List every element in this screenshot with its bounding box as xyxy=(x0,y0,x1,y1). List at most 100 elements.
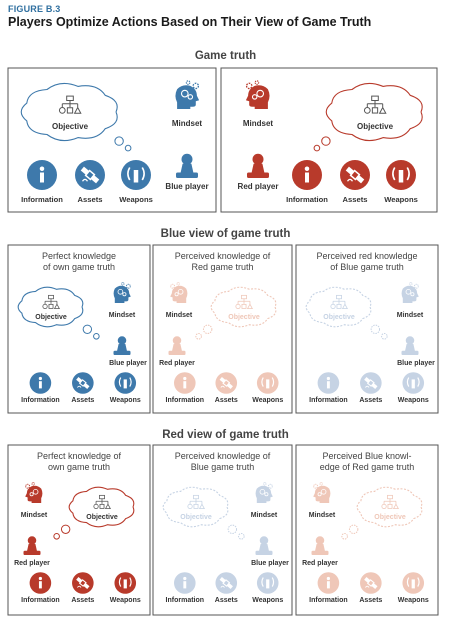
figure-title: Players Optimize Actions Based on Their … xyxy=(8,15,372,29)
info-label: Information xyxy=(21,597,60,604)
objective-label: Objective xyxy=(180,514,212,521)
panel-heading-line2: own game truth xyxy=(48,462,110,472)
objective-cloud: Objective xyxy=(341,486,423,540)
info-icon xyxy=(292,160,322,190)
mindset-label: Mindset xyxy=(172,119,203,128)
game-pawn-icon xyxy=(311,536,329,555)
satellite-icon xyxy=(215,372,238,394)
panel-heading-line1: Perceived knowledge of xyxy=(175,251,271,261)
head-gears-icon xyxy=(25,482,43,503)
satellite-label: Assets xyxy=(215,397,238,404)
satellite-icon xyxy=(215,572,238,594)
objective-cloud: Objective xyxy=(20,82,132,152)
info-icon xyxy=(29,372,52,394)
objective-cloud: Objective xyxy=(53,486,135,540)
signal-icon xyxy=(386,160,416,190)
mindset-label: Mindset xyxy=(397,312,424,319)
section-title-red-view: Red view of game truth xyxy=(162,429,289,441)
player-label: Red player xyxy=(302,560,338,567)
satellite-icon xyxy=(360,372,382,394)
satellite-label: Assets xyxy=(71,597,94,604)
satellite-label: Assets xyxy=(343,195,368,204)
red-view-panel-red: Perceived Blue knowl-edge of Red game tr… xyxy=(295,444,439,616)
panel-heading-line2: Red game truth xyxy=(191,262,253,272)
signal-icon xyxy=(402,572,425,594)
panel-heading-line1: Perfect knowledge of xyxy=(37,451,122,461)
mindset-label: Mindset xyxy=(109,312,136,319)
game-pawn-icon xyxy=(255,536,273,555)
info-icon xyxy=(174,572,196,594)
panel-heading-line2: Blue game truth xyxy=(191,462,255,472)
objective-label: Objective xyxy=(35,314,67,321)
objective-label: Objective xyxy=(86,514,118,521)
player-label: Red player xyxy=(14,560,50,567)
satellite-icon xyxy=(360,572,382,594)
player-label: Blue player xyxy=(109,360,147,367)
panel-heading-line2: of Blue game truth xyxy=(330,262,404,272)
head-gears-icon xyxy=(401,282,419,303)
info-label: Information xyxy=(21,397,60,404)
info-label: Information xyxy=(21,195,63,204)
org-chart-icon xyxy=(235,294,253,309)
game-pawn-icon xyxy=(168,336,186,355)
signal-label: Weapons xyxy=(384,195,418,204)
objective-cloud: Objective xyxy=(162,486,245,540)
mindset-label: Mindset xyxy=(166,312,193,319)
panel-heading-line2: of own game truth xyxy=(43,262,115,272)
game-pawn-icon xyxy=(23,536,41,555)
satellite-icon xyxy=(75,160,105,190)
mindset-label: Mindset xyxy=(251,512,278,519)
panel-heading-line2: edge of Red game truth xyxy=(320,462,415,472)
info-label: Information xyxy=(286,195,328,204)
head-gears-icon xyxy=(170,282,188,303)
org-chart-icon xyxy=(330,294,348,309)
objective-label: Objective xyxy=(52,122,89,131)
satellite-icon xyxy=(72,372,94,394)
objective-cloud: Objective xyxy=(305,286,388,340)
info-label: Information xyxy=(166,597,205,604)
signal-label: Weapons xyxy=(398,397,429,404)
objective-label: Objective xyxy=(323,314,355,321)
mindset-label: Mindset xyxy=(309,512,336,519)
objective-cloud: Objective xyxy=(313,82,423,152)
org-chart-icon xyxy=(363,95,387,114)
head-gears-icon xyxy=(245,80,270,109)
info-label: Information xyxy=(309,597,348,604)
panel-heading-line1: Perfect knowledge xyxy=(42,251,116,261)
signal-icon xyxy=(121,160,151,190)
head-gears-icon xyxy=(255,482,273,503)
satellite-icon xyxy=(340,160,370,190)
panel-heading-line1: Perceived red knowledge xyxy=(316,251,417,261)
head-gears-icon xyxy=(175,80,200,109)
signal-icon xyxy=(114,572,137,594)
signal-icon xyxy=(256,572,279,594)
signal-label: Weapons xyxy=(398,597,429,604)
signal-label: Weapons xyxy=(110,397,141,404)
signal-label: Weapons xyxy=(252,397,283,404)
panel-heading-line1: Perceived knowledge of xyxy=(175,451,271,461)
signal-icon xyxy=(114,372,137,394)
section-title-game-truth: Game truth xyxy=(194,50,257,62)
mindset-label: Mindset xyxy=(21,512,48,519)
satellite-icon xyxy=(72,572,94,594)
satellite-label: Assets xyxy=(71,397,94,404)
signal-icon xyxy=(256,372,279,394)
org-chart-icon xyxy=(381,494,399,509)
satellite-label: Assets xyxy=(359,397,382,404)
section-title-blue-view: Blue view of game truth xyxy=(160,228,291,240)
signal-label: Weapons xyxy=(119,195,153,204)
player-label: Blue player xyxy=(251,560,289,567)
game-pawn-icon xyxy=(113,336,131,355)
info-icon xyxy=(317,572,340,594)
info-icon xyxy=(29,572,52,594)
objective-label: Objective xyxy=(357,122,394,131)
objective-label: Objective xyxy=(228,314,260,321)
head-gears-icon xyxy=(313,482,331,503)
objective-cloud: Objective xyxy=(195,286,277,340)
